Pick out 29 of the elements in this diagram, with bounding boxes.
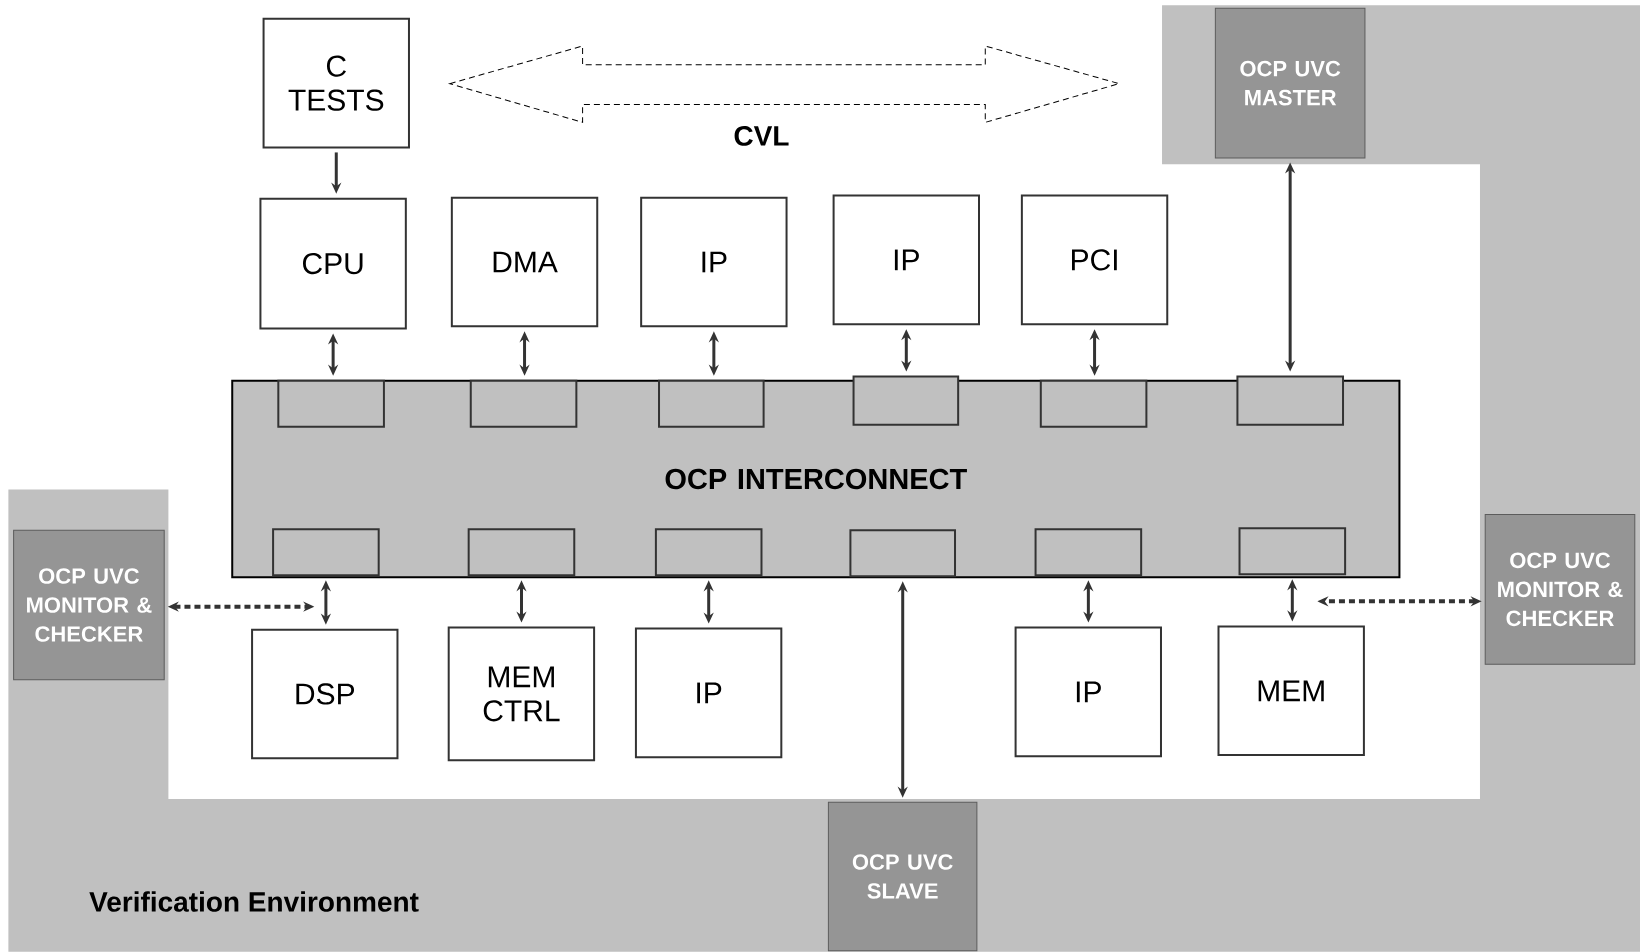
port-box xyxy=(1236,375,1344,426)
block-box: IP xyxy=(832,194,980,326)
block-box: IP xyxy=(634,627,783,759)
port-box xyxy=(467,528,576,577)
block-box: MEM CTRL xyxy=(447,626,596,762)
uvc-box: OCP UVC MONITOR & CHECKER xyxy=(13,529,165,681)
block-box: C TESTS xyxy=(262,17,410,149)
arrow-label: CVL xyxy=(734,126,789,146)
port-box xyxy=(277,379,385,428)
uvc-box: OCP UVC MONITOR & CHECKER xyxy=(1484,514,1636,665)
block-box: IP xyxy=(640,196,788,328)
port-box xyxy=(1039,379,1148,428)
block-box: DSP xyxy=(251,628,399,760)
uvc-box: OCP UVC SLAVE xyxy=(827,801,978,952)
block-box: MEM xyxy=(1217,625,1365,757)
port-box xyxy=(1238,527,1347,576)
uvc-box: OCP UVC MASTER xyxy=(1214,7,1366,159)
port-box xyxy=(272,528,380,577)
block-box: PCI xyxy=(1020,194,1169,326)
block-box: IP xyxy=(1014,626,1162,758)
port-box xyxy=(849,529,956,578)
port-box xyxy=(654,528,763,577)
port-box xyxy=(1034,528,1143,577)
port-box xyxy=(658,379,765,428)
section-title: Verification Environment xyxy=(89,891,419,912)
block-box: CPU xyxy=(259,197,407,330)
port-box xyxy=(469,379,578,428)
port-box xyxy=(852,375,960,426)
block-box: DMA xyxy=(450,196,599,328)
